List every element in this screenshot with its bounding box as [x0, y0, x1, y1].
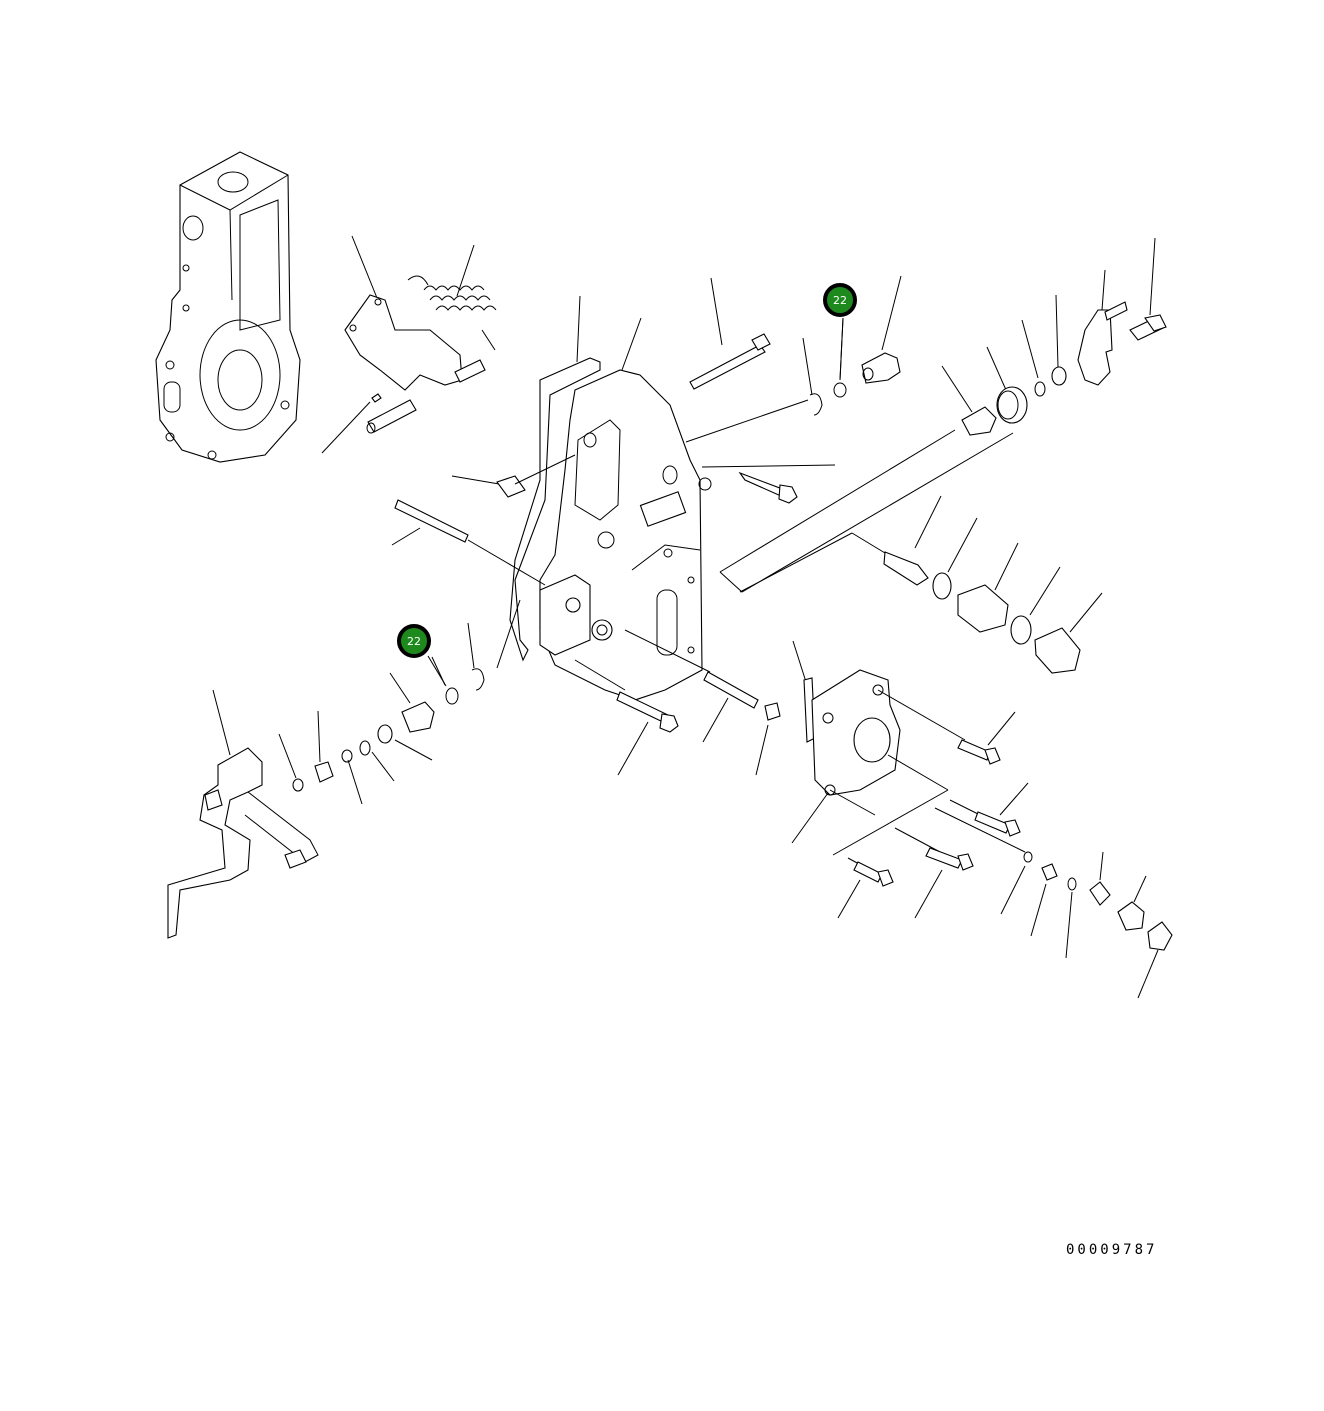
- fasteners-right-upper: [719, 237, 1167, 593]
- document-number: 00009787: [1066, 1242, 1158, 1258]
- callout-label: 22: [407, 634, 421, 648]
- fasteners-top: [391, 275, 902, 586]
- cover-body: [509, 295, 712, 701]
- lever-assembly: [321, 235, 497, 454]
- housing-part: [155, 151, 301, 463]
- callout-label: 22: [833, 293, 847, 307]
- callout-badge-left[interactable]: 22: [397, 624, 431, 658]
- callout-leader-left: [427, 655, 447, 687]
- callout-leader-top: [839, 317, 844, 381]
- fasteners-lower-middle: [574, 629, 781, 776]
- callout-badge-top[interactable]: 22: [823, 283, 857, 317]
- plugs-right-middle: [739, 495, 1103, 674]
- end-cover-assembly: [791, 640, 1173, 999]
- parts-left-lower: [167, 599, 521, 939]
